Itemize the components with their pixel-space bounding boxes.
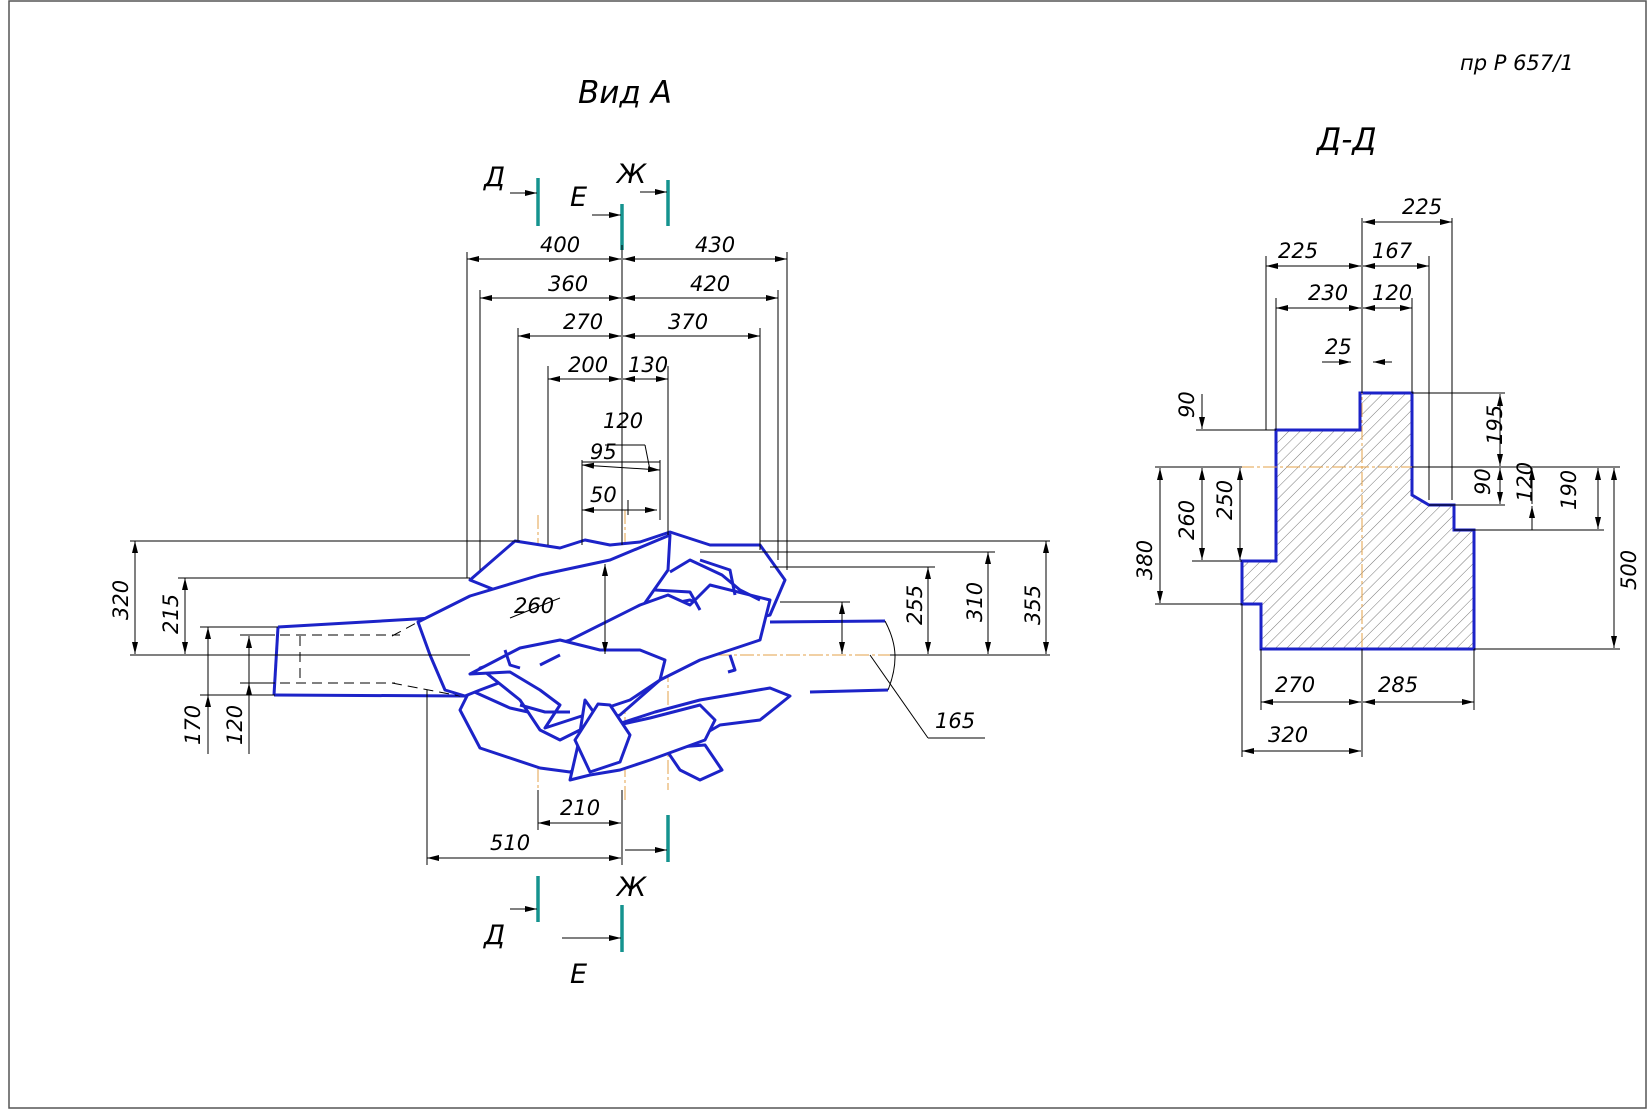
- cut-label-d-bottom: Д: [483, 920, 505, 951]
- dim-215: 215: [159, 594, 183, 634]
- dd-dim-190: 190: [1557, 470, 1581, 510]
- dim-260-view: 260: [514, 594, 554, 618]
- section-dd: Д-Д 225 225 167 230 120 25 90: [1133, 122, 1641, 757]
- cut-markers-bottom: Д Е Ж: [483, 815, 670, 990]
- view-a-title: Вид А: [578, 75, 672, 111]
- dim-210: 210: [560, 796, 600, 820]
- dim-355: 355: [1021, 585, 1045, 625]
- sheet-frame: [8, 0, 1647, 1109]
- view-a: Вид А Д Е Ж Д Е Ж: [109, 75, 1050, 990]
- dd-dim-320: 320: [1268, 723, 1308, 747]
- dim-420: 420: [690, 272, 730, 296]
- dd-dim-167: 167: [1372, 239, 1413, 263]
- dd-dim-250: 250: [1213, 480, 1237, 520]
- dim-120: 120: [603, 409, 643, 433]
- dd-dim-25: 25: [1325, 335, 1352, 359]
- dd-dim-270: 270: [1275, 673, 1315, 697]
- section-dd-shape: [1240, 391, 1476, 651]
- doc-code: пр Р 657/1: [1460, 51, 1574, 75]
- dim-200: 200: [568, 353, 608, 377]
- dd-dim-260: 260: [1175, 500, 1199, 540]
- dd-dim-90-left: 90: [1175, 391, 1199, 418]
- dim-320: 320: [109, 580, 133, 620]
- view-a-h-dims: 400 430 360 420 270 370 200 130 120 95 5…: [426, 233, 788, 865]
- dim-120-left: 120: [223, 705, 247, 745]
- dim-310: 310: [963, 582, 987, 622]
- dim-430: 430: [695, 233, 735, 257]
- view-a-outline: [248, 530, 896, 782]
- dd-dim-195: 195: [1483, 405, 1507, 445]
- dim-165-leader: 165: [935, 709, 975, 733]
- dd-dim-120-right: 120: [1513, 462, 1537, 502]
- cut-label-zh-top: Ж: [615, 159, 647, 190]
- dim-50: 50: [590, 483, 617, 507]
- dim-95: 95: [590, 440, 617, 464]
- cut-markers-top: Д Е Ж: [483, 159, 670, 250]
- dd-dim-500: 500: [1617, 550, 1641, 590]
- dd-dim-380: 380: [1133, 540, 1157, 580]
- dim-400: 400: [540, 233, 580, 257]
- dim-510: 510: [490, 831, 530, 855]
- cut-label-e-top: Е: [570, 182, 587, 213]
- dim-270: 270: [563, 310, 603, 334]
- cut-label-d-top: Д: [483, 162, 505, 193]
- dim-255: 255: [903, 585, 927, 625]
- dd-dim-285: 285: [1378, 673, 1418, 697]
- dd-dim-120: 120: [1372, 281, 1412, 305]
- dim-370: 370: [668, 310, 708, 334]
- dd-dim-230: 230: [1308, 281, 1348, 305]
- dim-170: 170: [181, 705, 205, 745]
- view-a-v-dims: 320 215 170 120 260 255 310 355 165: [109, 540, 1050, 754]
- dd-dim-225-top: 225: [1402, 195, 1442, 219]
- cut-label-zh-bottom: Ж: [615, 872, 647, 903]
- cut-label-e-bottom: Е: [570, 959, 587, 990]
- section-dd-title: Д-Д: [1315, 122, 1377, 158]
- dd-dim-225-left: 225: [1278, 239, 1318, 263]
- dim-130: 130: [628, 353, 668, 377]
- dd-dim-90-right: 90: [1471, 468, 1495, 495]
- dim-360: 360: [548, 272, 588, 296]
